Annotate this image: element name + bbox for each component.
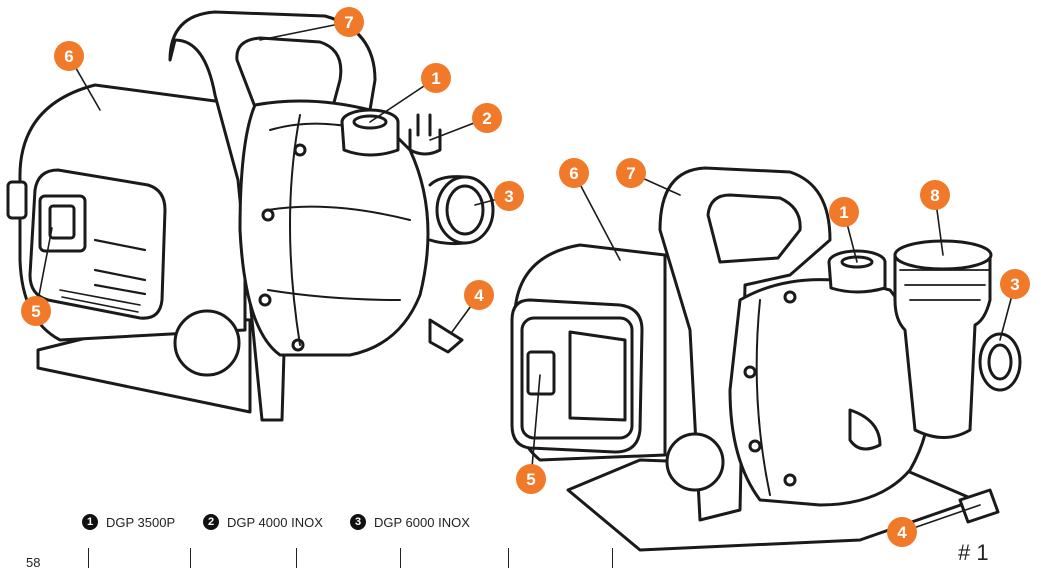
callout-left-2: 2 (472, 103, 502, 133)
legend-number: 1 (82, 514, 98, 530)
svg-text:7: 7 (626, 164, 635, 183)
column-divider (612, 548, 613, 568)
column-divider (190, 548, 191, 568)
callout-right-6: 6 (559, 158, 589, 188)
left-pump-plug (408, 113, 442, 156)
page-number: 58 (26, 555, 41, 570)
callout-left-6: 6 (54, 41, 84, 71)
legend-item: 1 DGP 3500P (82, 514, 175, 530)
svg-text:5: 5 (526, 470, 535, 489)
right-pump-inlet (978, 332, 1022, 392)
callout-left-3: 3 (494, 181, 524, 211)
svg-text:6: 6 (569, 164, 578, 183)
callout-left-7: 7 (334, 7, 364, 37)
column-divider (88, 548, 89, 568)
svg-text:6: 6 (64, 47, 73, 66)
callout-right-8: 8 (920, 180, 950, 210)
column-divider (296, 548, 297, 568)
legend-label: DGP 4000 INOX (227, 514, 323, 530)
svg-text:5: 5 (31, 302, 40, 321)
left-pump (6, 10, 495, 422)
legend-label: DGP 6000 INOX (374, 514, 470, 530)
legend-item: 2 DGP 4000 INOX (203, 514, 323, 530)
callout-left-4: 4 (464, 280, 494, 310)
callout-right-3: 3 (1000, 269, 1030, 299)
callout-right-5: 5 (516, 464, 546, 494)
callout-left-1: 1 (421, 63, 451, 93)
svg-text:7: 7 (344, 13, 353, 32)
svg-text:4: 4 (897, 523, 907, 542)
legend-item: 3 DGP 6000 INOX (350, 514, 470, 530)
svg-text:4: 4 (474, 286, 484, 305)
callout-right-1: 1 (829, 197, 859, 227)
left-pump-housing (238, 99, 430, 357)
svg-text:1: 1 (431, 69, 440, 88)
column-divider (400, 548, 401, 568)
svg-text:3: 3 (1010, 275, 1019, 294)
legend-label: DGP 3500P (106, 514, 176, 530)
svg-text:1: 1 (839, 203, 848, 222)
callout-right-7: 7 (616, 158, 646, 188)
left-pump-drain (428, 318, 464, 354)
legend-number: 2 (203, 514, 219, 530)
svg-text:3: 3 (504, 187, 513, 206)
right-pump (510, 166, 1022, 552)
svg-text:2: 2 (482, 109, 491, 128)
right-pump-switch (526, 350, 556, 396)
legend-number: 3 (350, 514, 366, 530)
figure-tag: # 1 (958, 540, 989, 565)
callout-right-4: 4 (887, 517, 917, 547)
callout-left-5: 5 (21, 296, 51, 326)
svg-text:8: 8 (930, 186, 939, 205)
column-divider (508, 548, 509, 568)
